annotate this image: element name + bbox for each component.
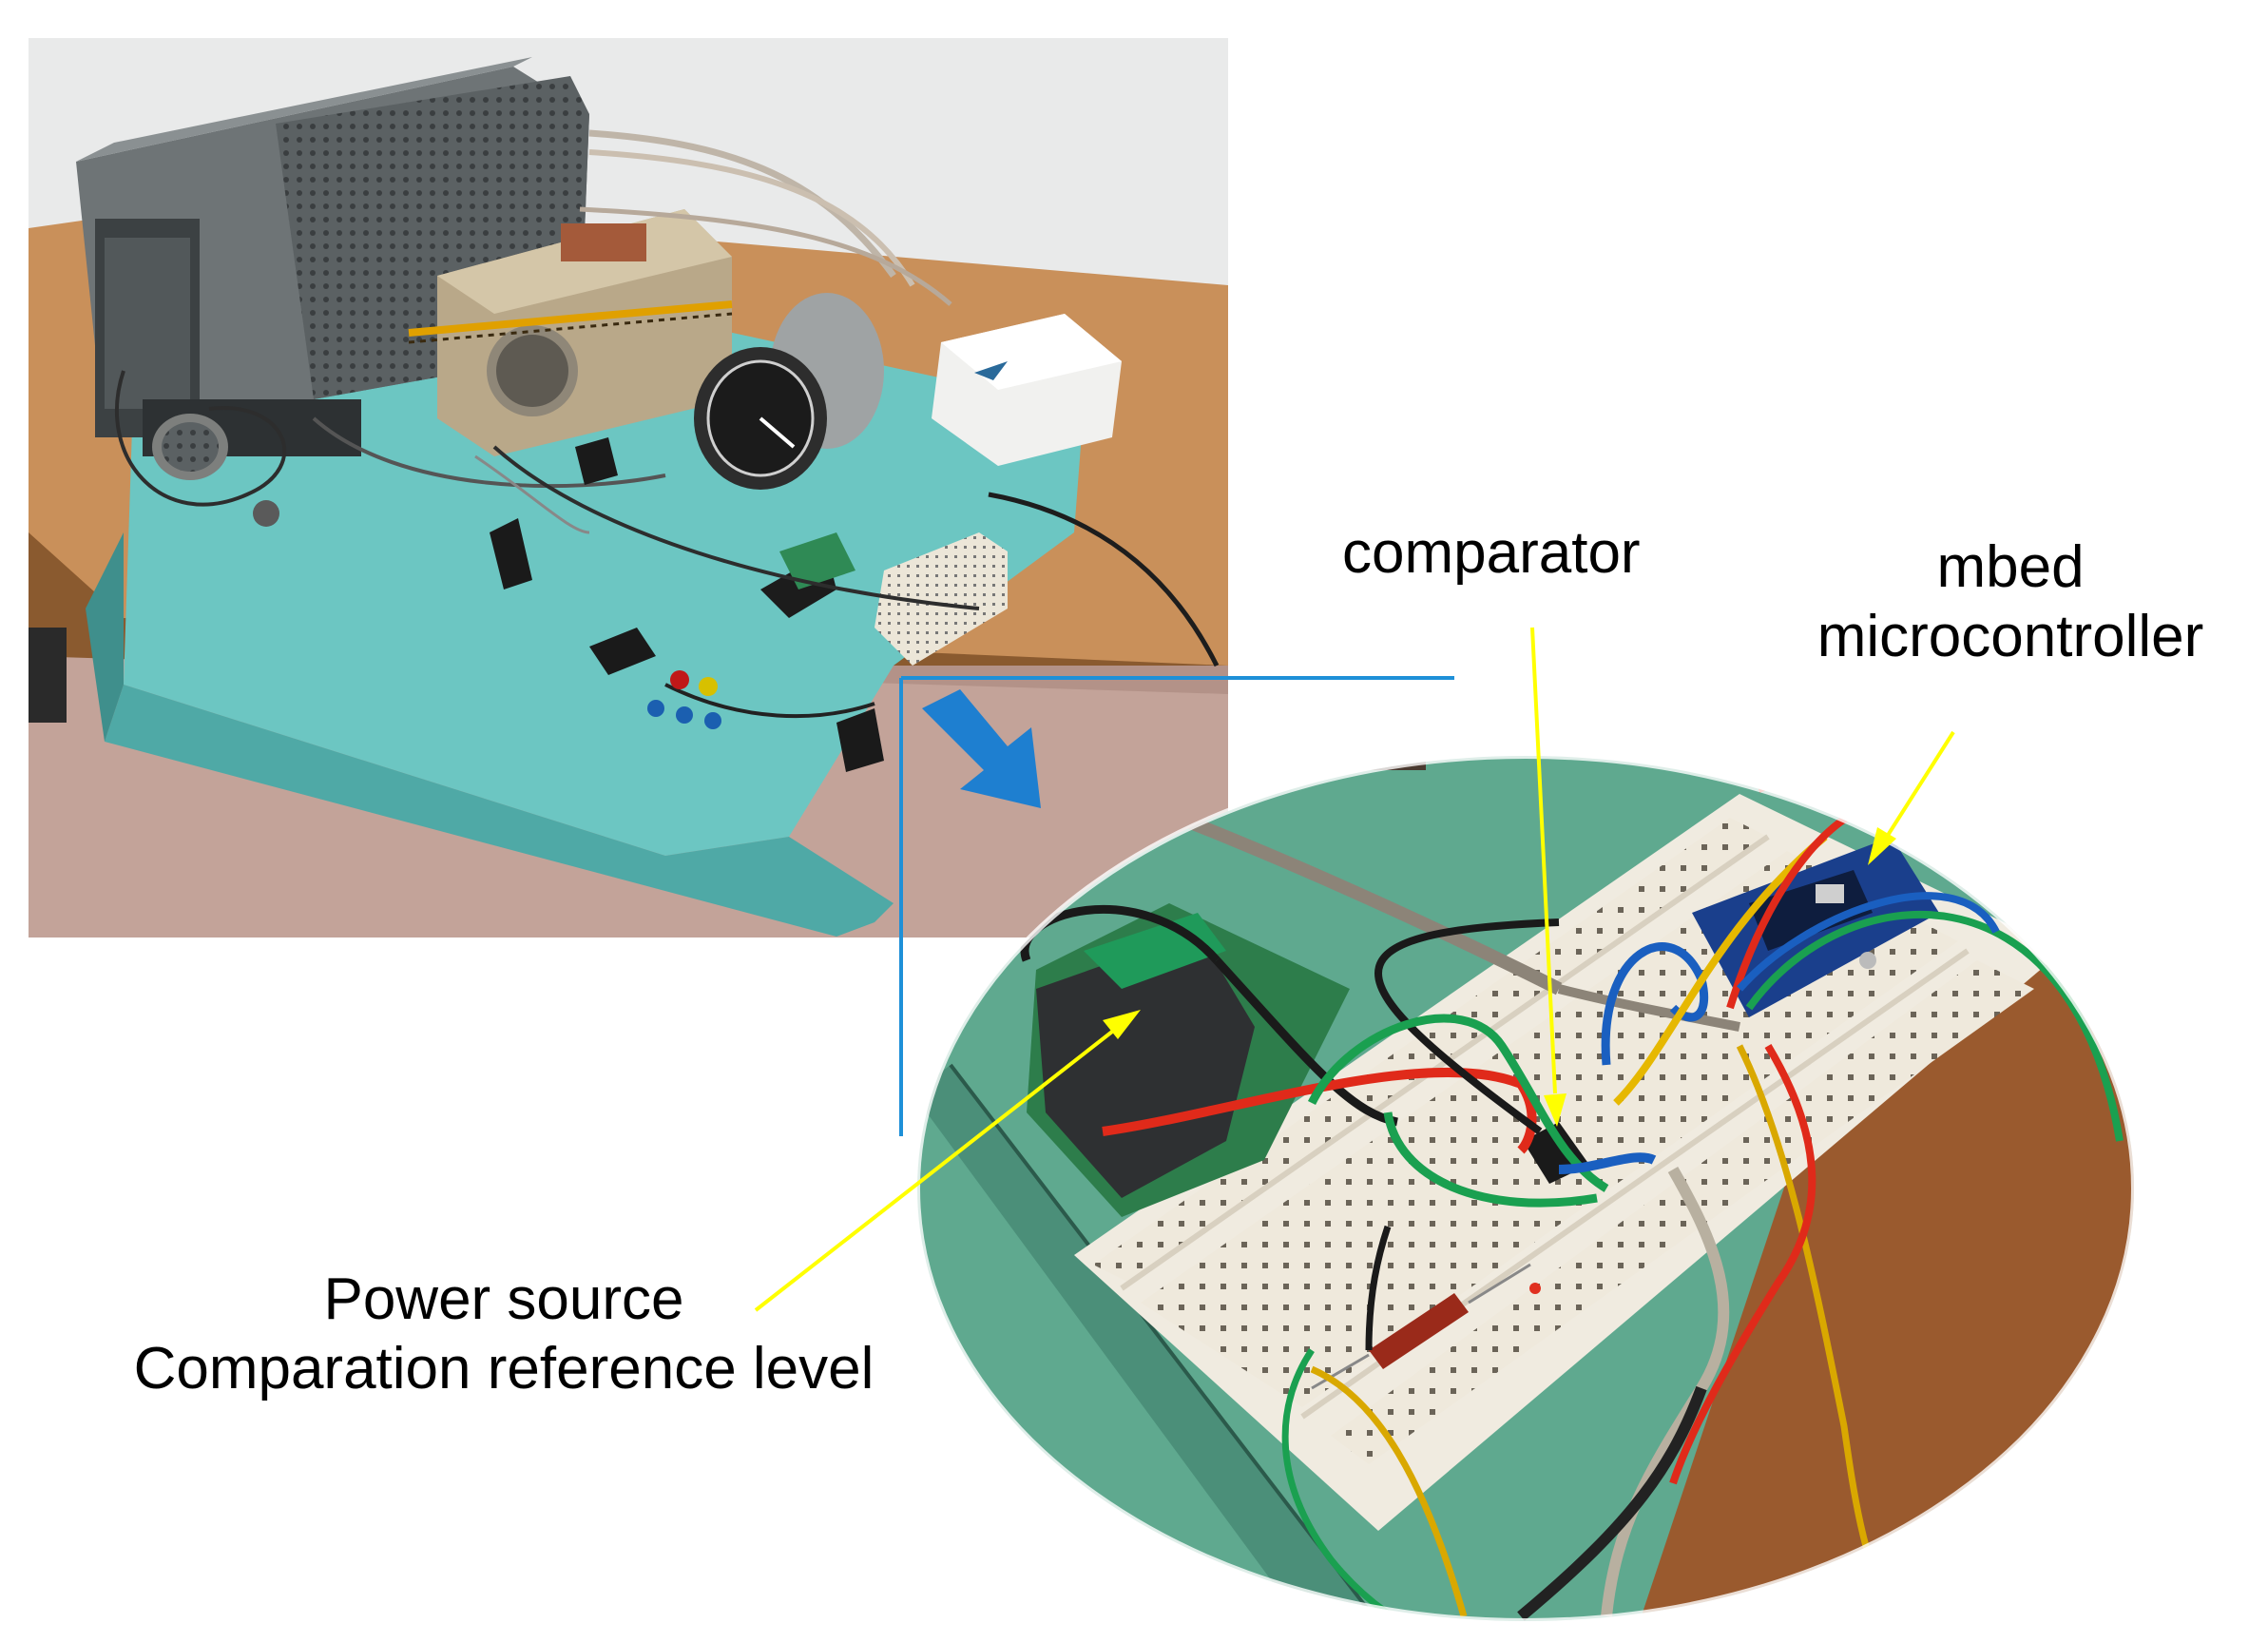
comparator-label: comparator — [1342, 518, 1641, 588]
mbed-microcontroller-label: mbed microcontroller — [1773, 532, 2248, 671]
callout-arrow-power-source — [754, 1010, 1141, 1312]
zoom-arrow-icon — [922, 689, 1041, 808]
breadboard-closeup — [917, 756, 2134, 1621]
mbed-label-line2: microcontroller — [1816, 604, 2204, 670]
callout-arrow-comparator — [1530, 627, 1566, 1127]
setup-photo — [29, 38, 1228, 937]
power-label-line2: Comparation reference level — [133, 1336, 875, 1402]
mbed-label-line1: mbed — [1936, 534, 2085, 600]
callout-arrow-mbed — [1868, 730, 1955, 865]
power-label-line1: Power source — [323, 1266, 684, 1332]
power-source-label: Power source Comparation reference level — [57, 1265, 951, 1403]
comparator-label-text: comparator — [1342, 520, 1641, 586]
